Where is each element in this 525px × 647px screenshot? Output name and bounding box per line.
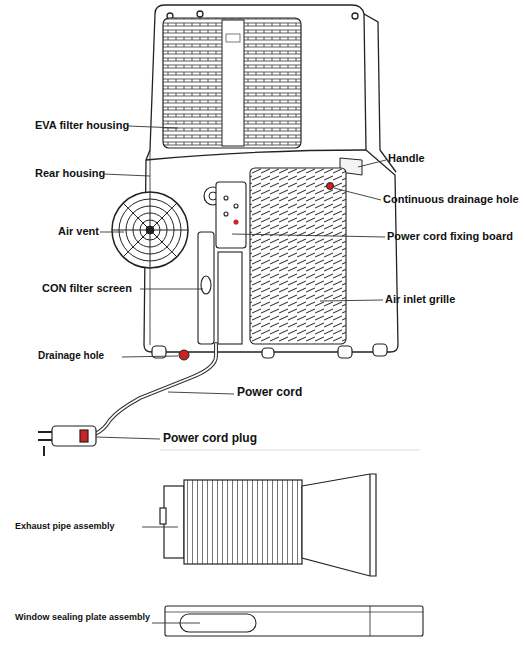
divider-line bbox=[160, 450, 420, 451]
air-inlet-grille bbox=[250, 168, 346, 344]
part-label: Air inlet grille bbox=[385, 293, 455, 306]
leader-lines bbox=[96, 126, 386, 623]
part-label: CON filter screen bbox=[42, 282, 132, 295]
part-label: Window sealing plate assembly bbox=[15, 612, 150, 622]
part-label: Rear housing bbox=[35, 167, 105, 180]
part-label: Drainage hole bbox=[38, 350, 104, 362]
power-cord-plug bbox=[38, 426, 96, 456]
part-label: Power cord plug bbox=[163, 432, 257, 446]
eva-filter bbox=[163, 18, 301, 148]
part-label: Power cord bbox=[237, 386, 302, 400]
part-label: EVA filter housing bbox=[35, 119, 129, 132]
wheels bbox=[152, 344, 387, 358]
unit-body bbox=[144, 5, 398, 352]
window-sealing-plate bbox=[165, 606, 423, 636]
exhaust-pipe bbox=[160, 474, 376, 576]
part-label: Exhaust pipe assembly bbox=[15, 521, 115, 531]
part-label: Power cord fixing board bbox=[387, 230, 513, 243]
part-label: Handle bbox=[388, 152, 425, 165]
cord-board-and-con-filter bbox=[198, 182, 246, 344]
part-label: Continuous drainage hole bbox=[383, 193, 519, 206]
power-cord bbox=[95, 344, 216, 434]
part-label: Air vent bbox=[58, 225, 99, 238]
drain-holes bbox=[179, 183, 334, 361]
air-vent-fan bbox=[112, 192, 188, 268]
